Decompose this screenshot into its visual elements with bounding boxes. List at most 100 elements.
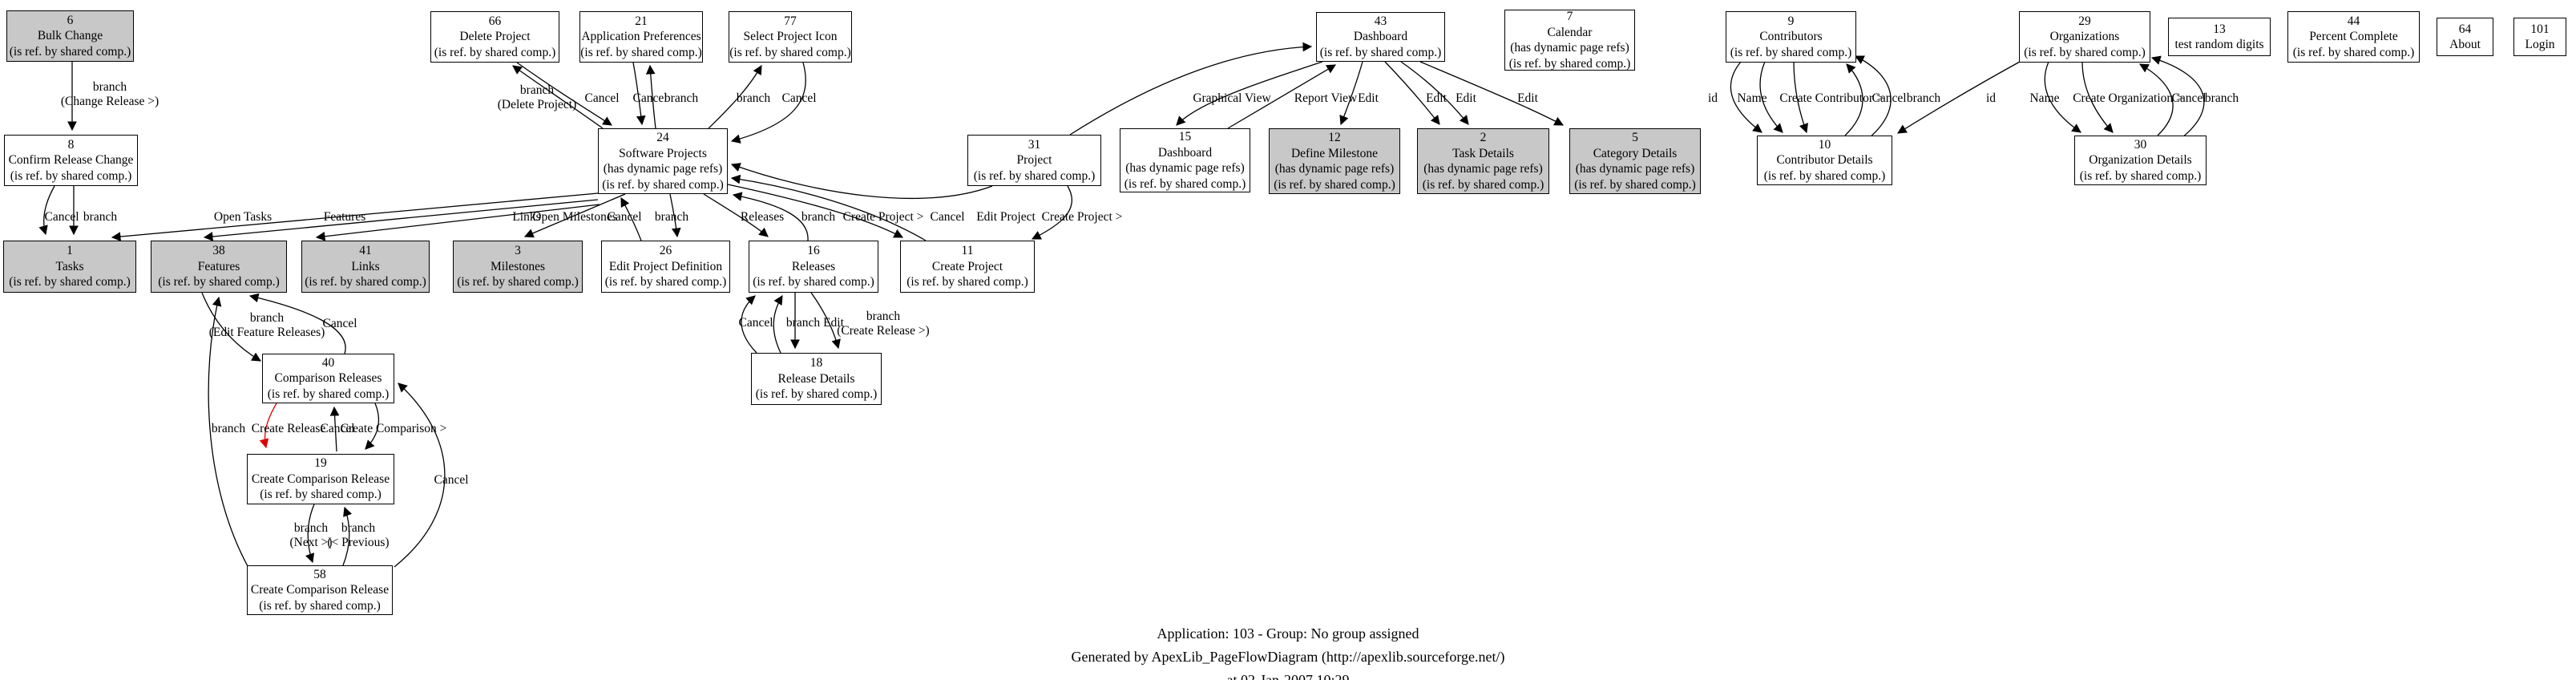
node-page-number: 8 bbox=[67, 137, 75, 152]
node-label-line: Delete Project bbox=[459, 30, 531, 44]
edge-label: Cancel bbox=[1871, 91, 1906, 106]
edge-label-line: Links bbox=[512, 210, 541, 224]
node-label-line: (is ref. by shared comp.) bbox=[259, 598, 381, 613]
edge-label: Cancel bbox=[781, 91, 816, 106]
edge-29-to-10 bbox=[1897, 61, 2021, 134]
edge-label: Cancel bbox=[607, 210, 641, 225]
footer-timestamp-line: at 02-Jan-2007 10:29 bbox=[1226, 672, 1350, 680]
node-label-line: (has dynamic page refs) bbox=[1274, 162, 1395, 176]
node-label-line: Edit Project Definition bbox=[608, 259, 723, 273]
edge-label-line: Cancel bbox=[434, 473, 469, 487]
node-label-line: Software Projects bbox=[619, 146, 707, 160]
edge-label-line: Cancel bbox=[44, 210, 79, 224]
edge-label-line: Edit Project bbox=[976, 210, 1036, 224]
node-label-line: Dashboard bbox=[1353, 30, 1408, 44]
edge-label: Cancel bbox=[322, 317, 357, 331]
node-label-line: Category Details bbox=[1593, 146, 1678, 160]
node-label-line: (is ref. by shared comp.) bbox=[9, 44, 131, 59]
node-label-line: (is ref. by shared comp.) bbox=[906, 275, 1028, 289]
edge-29-to-30 bbox=[2081, 61, 2114, 133]
edge-label-line: Name bbox=[2029, 91, 2060, 105]
edge-label-line: branch bbox=[211, 422, 246, 435]
node-label-line: Organizations bbox=[2049, 30, 2120, 44]
node-label-line: (has dynamic page refs) bbox=[603, 162, 723, 176]
edge-label-line: Create Comparison > bbox=[340, 422, 447, 435]
node-label-line: Dashboard bbox=[1157, 145, 1213, 160]
edge-9-to-10 bbox=[1793, 61, 1808, 134]
edge-label-line: branch bbox=[866, 310, 901, 323]
node-label-line: Links bbox=[351, 259, 380, 273]
edge-38-to-40 bbox=[201, 292, 262, 362]
node-label-line: (is ref. by shared comp.) bbox=[1319, 45, 1442, 59]
node-label-line: (is ref. by shared comp.) bbox=[1730, 45, 1852, 59]
edge-40-to-38 bbox=[248, 293, 346, 354]
edge-31-to-24 bbox=[730, 163, 993, 200]
edge-label: Open Tasks bbox=[214, 210, 272, 225]
edge-label-line: branch bbox=[519, 83, 555, 97]
edge-label-line: branch bbox=[83, 210, 118, 224]
node-page-number: 58 bbox=[313, 567, 326, 581]
edge-31-to-11 bbox=[1031, 185, 1072, 240]
edge-19-to-58 bbox=[305, 504, 315, 564]
edge-label-line: (< Previous) bbox=[327, 536, 390, 549]
edge-label-line: Open Tasks bbox=[213, 210, 273, 224]
node-page-number: 16 bbox=[807, 244, 820, 258]
edge-24-to-1 bbox=[111, 192, 599, 241]
edge-24-to-66 bbox=[512, 65, 604, 129]
edge-label-line: (Change Release >) bbox=[60, 95, 159, 108]
node-label-line: (has dynamic page refs) bbox=[1575, 162, 1695, 176]
node-label-line: Milestones bbox=[490, 259, 546, 273]
edge-11-to-24 bbox=[730, 174, 927, 241]
edge-26-to-24 bbox=[620, 196, 642, 241]
edge-label: Create Project > bbox=[1042, 210, 1123, 225]
edge-label-line: Create Contributor > bbox=[1779, 91, 1884, 105]
edge-24-to-26 bbox=[669, 193, 681, 238]
edge-9-to-10 bbox=[1759, 61, 1783, 133]
node-page-number: 19 bbox=[314, 456, 327, 471]
edge-label: branch bbox=[83, 210, 117, 225]
edge-43-to-2 bbox=[1400, 61, 1469, 125]
edge-label: Edit bbox=[1358, 91, 1379, 106]
node-page-number: 1 bbox=[67, 244, 73, 258]
edge-21-to-24 bbox=[632, 62, 646, 126]
edge-58-to-19 bbox=[342, 506, 353, 566]
edge-label: Create Comparison > bbox=[341, 422, 447, 436]
node-page-number: 101 bbox=[2530, 22, 2550, 36]
edge-43-to-2 bbox=[1384, 61, 1440, 125]
edge-24-to-3 bbox=[523, 193, 626, 238]
edge-label: Cancel bbox=[584, 91, 619, 106]
node-label-line: Percent Complete bbox=[2309, 30, 2398, 44]
node-page-number: 24 bbox=[656, 131, 669, 144]
edge-label: branch bbox=[212, 422, 245, 436]
edge-18-to-16 bbox=[741, 295, 757, 354]
edge-label-line: id bbox=[1985, 91, 1997, 105]
node-label-line: (is ref. by shared comp.) bbox=[1422, 177, 1544, 192]
edge-label: Open Milestones bbox=[532, 210, 616, 225]
node-label-line: (has dynamic page refs) bbox=[1125, 161, 1245, 175]
edge-label: Name bbox=[2029, 91, 2059, 106]
edge-label: Cancel bbox=[320, 422, 354, 436]
edge-label-line: Open Milestones bbox=[532, 210, 617, 224]
node-label-line: (is ref. by shared comp.) bbox=[158, 275, 280, 289]
node-page-number: 26 bbox=[659, 244, 672, 258]
node-page-number: 6 bbox=[67, 13, 74, 27]
edge-label-line: branch bbox=[293, 521, 329, 535]
edge-label: branch bbox=[801, 210, 835, 225]
node-page-number: 9 bbox=[1787, 14, 1795, 28]
node-page-number: 7 bbox=[1566, 10, 1573, 23]
edge-8-to-1 bbox=[38, 185, 55, 236]
node-label-line: (has dynamic page refs) bbox=[1510, 41, 1629, 55]
node-label-line: Define Milestone bbox=[1290, 146, 1379, 160]
